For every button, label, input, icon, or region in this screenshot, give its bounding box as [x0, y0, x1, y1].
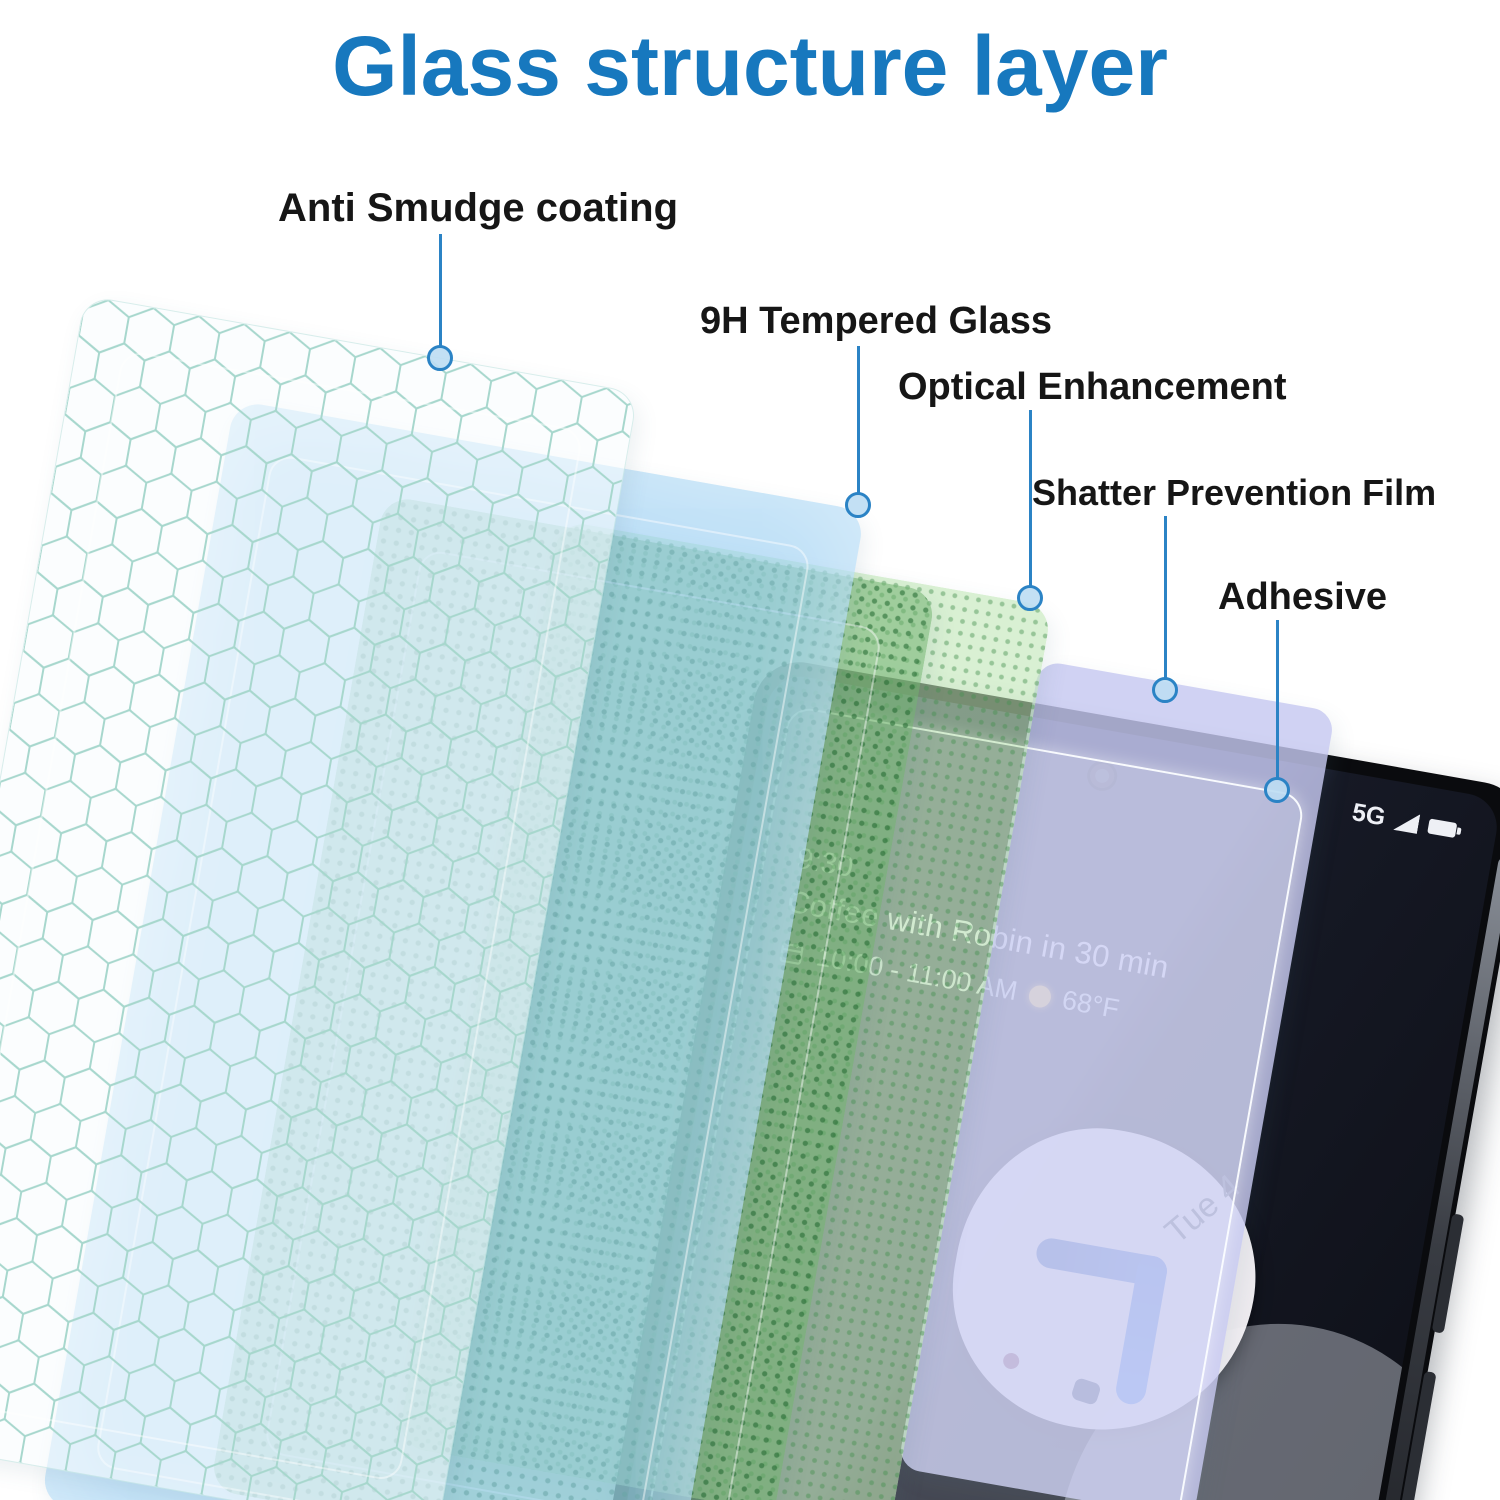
leader-line-adhesive: [1276, 620, 1279, 779]
callout-dot-tempered-glass: [845, 492, 871, 518]
callout-dot-shatter-prevention: [1152, 677, 1178, 703]
callout-dot-optical-enhancement: [1017, 585, 1043, 611]
leader-line-optical-enhancement: [1029, 410, 1032, 587]
callout-shatter-prevention: Shatter Prevention Film: [1032, 472, 1437, 513]
leader-line-anti-smudge: [439, 234, 442, 346]
callout-adhesive: Adhesive: [1218, 576, 1387, 618]
signal-icon: [1393, 810, 1420, 834]
layer-anti-smudge-coating: [0, 295, 639, 1500]
callout-dot-anti-smudge: [427, 345, 453, 371]
battery-icon: [1427, 818, 1458, 839]
callout-anti-smudge: Anti Smudge coating: [278, 186, 678, 230]
callout-optical-enhancement: Optical Enhancement: [898, 366, 1287, 408]
callout-dot-adhesive: [1264, 777, 1290, 803]
callout-tempered-glass: 9H Tempered Glass: [700, 300, 1053, 342]
honeycomb-pattern: [0, 296, 638, 1500]
leader-line-tempered-glass: [857, 346, 860, 494]
network-label: 5G: [1349, 798, 1388, 832]
status-bar-right: 5G: [1350, 798, 1459, 845]
leader-line-shatter-prevention: [1164, 516, 1167, 679]
page-title: Glass structure layer: [332, 19, 1168, 113]
